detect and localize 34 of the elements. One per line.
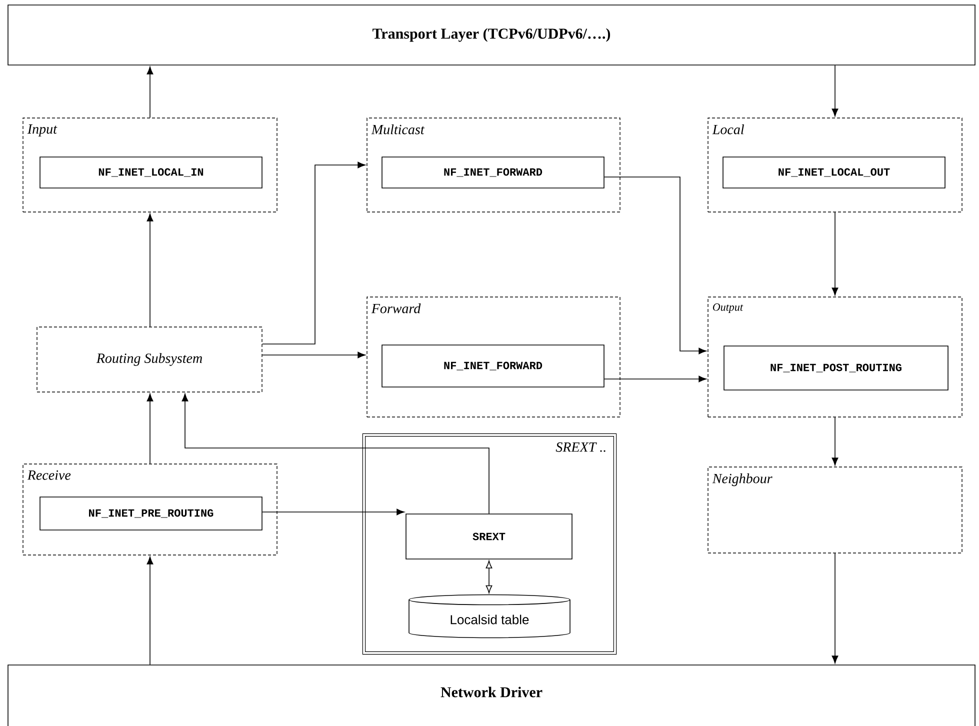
box-heading: Neighbour <box>712 473 772 486</box>
arrow <box>832 212 838 296</box>
table-cylinder: Localsid table <box>408 594 570 638</box>
arrow <box>146 66 154 118</box>
arrow <box>262 508 404 516</box>
hook-box: NF_INET_LOCAL_OUT <box>722 156 946 188</box>
arrow <box>832 552 838 664</box>
box-heading: SREXT .. <box>556 442 606 452</box>
arrow <box>604 376 706 382</box>
arrow <box>146 394 154 464</box>
arrow <box>262 352 366 358</box>
arrow <box>832 416 838 466</box>
box-heading: Network Driver <box>440 686 542 698</box>
module-box: SREXT <box>406 514 572 560</box>
arrow <box>832 65 838 116</box>
arrow <box>486 560 492 594</box>
hook-box: NF_INET_POST_ROUTING <box>724 346 948 390</box>
arrow <box>182 394 490 514</box>
box-heading: Local <box>712 124 744 134</box>
hook-box: NF_INET_LOCAL_IN <box>40 156 262 188</box>
box-heading: Forward <box>371 303 421 314</box>
hook-box: NF_INET_FORWARD <box>382 344 604 388</box>
hook-box: NF_INET_PRE_ROUTING <box>40 496 262 530</box>
arrow <box>604 176 706 354</box>
arrow <box>146 214 154 328</box>
box-heading: Receive <box>27 470 71 480</box>
arrow <box>146 556 154 665</box>
hook-box: NF_INET_FORWARD <box>382 156 604 188</box>
arrow <box>262 162 366 344</box>
box-heading: Multicast <box>371 124 425 134</box>
box-heading: Output <box>712 303 744 314</box>
box-heading: Input <box>27 124 58 137</box>
layer-box: Transport Layer (TCPv6/UDPv6/….) <box>8 4 976 66</box>
stage-box: Routing Subsystem <box>36 326 262 392</box>
